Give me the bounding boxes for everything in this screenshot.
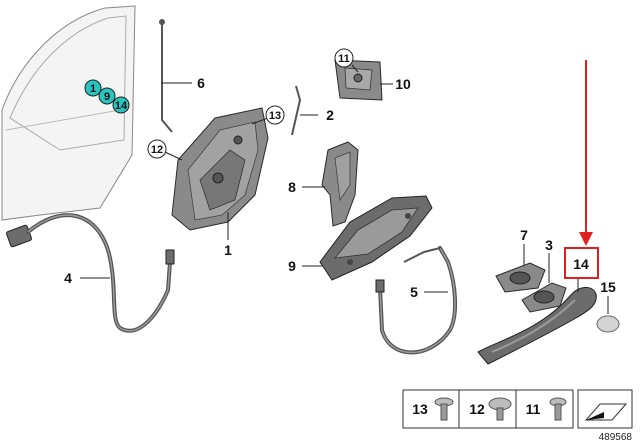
svg-text:11: 11 xyxy=(338,53,350,65)
part-7-gasket xyxy=(495,262,546,293)
document-number: 489568 xyxy=(599,432,633,443)
svg-text:12: 12 xyxy=(469,401,485,417)
legend-item-12[interactable]: 12 xyxy=(469,397,512,421)
part-2-rod xyxy=(291,85,302,136)
callout-13[interactable]: 13 xyxy=(251,105,285,125)
legend-item-11[interactable]: 11 xyxy=(526,397,567,421)
part-5-cable xyxy=(375,246,458,355)
part-15-label: 15 xyxy=(600,279,616,295)
part-3-label: 3 xyxy=(545,237,553,253)
svg-text:12: 12 xyxy=(151,144,163,156)
door-marker-1[interactable]: 1 xyxy=(84,79,102,97)
part-1-lock-module xyxy=(171,107,269,231)
part-10-bracket xyxy=(334,59,383,101)
part-2-label: 2 xyxy=(326,107,334,123)
svg-text:11: 11 xyxy=(526,401,541,417)
highlight-arrow xyxy=(579,60,593,246)
callout-11[interactable]: 11 xyxy=(334,48,359,73)
svg-text:1: 1 xyxy=(90,83,96,95)
part-7-label: 7 xyxy=(520,227,528,243)
svg-text:14: 14 xyxy=(573,256,589,272)
part-14-highlight[interactable]: 14 xyxy=(564,247,599,279)
door-marker-14[interactable]: 14 xyxy=(112,96,130,114)
part-15-cap xyxy=(596,315,620,333)
part-3-gasket xyxy=(521,282,567,313)
part-6-rod xyxy=(159,19,173,133)
svg-text:13: 13 xyxy=(412,401,428,417)
part-6-label: 6 xyxy=(197,75,205,91)
part-9-label: 9 xyxy=(288,258,296,274)
door-marker-9[interactable]: 9 xyxy=(98,87,116,105)
callout-12[interactable]: 12 xyxy=(147,139,183,161)
part-8-label: 8 xyxy=(288,179,296,195)
part-14-outer-handle xyxy=(477,287,597,365)
part-8-bracket xyxy=(321,141,359,227)
direction-symbol-icon xyxy=(577,389,633,429)
fastener-legend: 13 12 11 xyxy=(402,389,574,429)
part-5-label: 5 xyxy=(410,284,418,300)
svg-text:9: 9 xyxy=(104,91,110,103)
part-10-label: 10 xyxy=(395,76,411,92)
legend-item-13[interactable]: 13 xyxy=(412,397,454,421)
part-4-cable xyxy=(5,213,175,333)
part-9-handle-carrier xyxy=(319,195,433,281)
part-1-label: 1 xyxy=(224,242,232,258)
part-4-label: 4 xyxy=(64,270,72,286)
svg-text:13: 13 xyxy=(269,110,281,122)
door-outline xyxy=(1,5,136,221)
svg-text:14: 14 xyxy=(115,100,128,112)
